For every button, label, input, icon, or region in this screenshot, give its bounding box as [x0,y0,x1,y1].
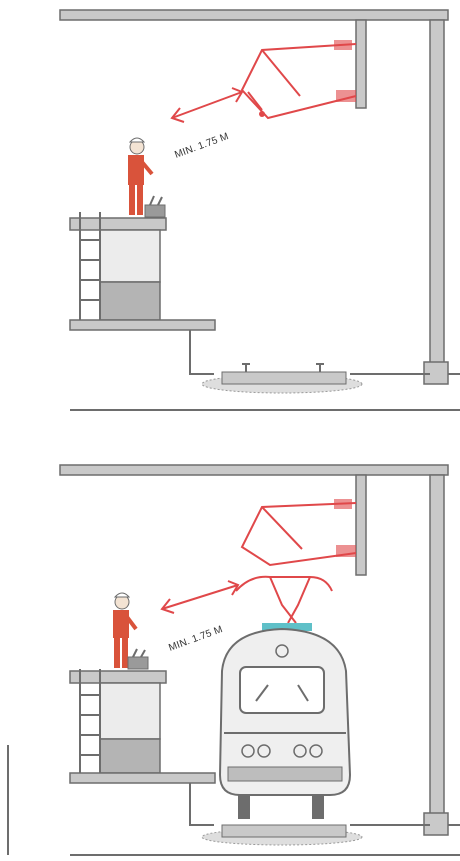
panel-bottom-svg: MIN. 1.75 M [0,445,460,861]
access-platform [70,212,215,330]
diagram-panel-no-train: MIN. 1.75 M [0,0,460,420]
worker-figure-icon [128,138,152,215]
toolbox-icon [145,196,165,217]
toolbox-icon [128,649,148,669]
distance-label: MIN. 1.75 M [167,624,224,654]
ground-line [70,330,460,410]
distance-label: MIN. 1.75 M [173,131,230,161]
pantograph-icon [236,577,332,631]
train-front-icon [220,629,350,819]
catenary-arm-icon [242,499,356,565]
rail-track-icon [202,825,362,845]
distance-arrow-icon [162,581,238,613]
rail-track-icon [202,364,362,393]
catenary-arm-icon [242,40,356,118]
distance-arrow-icon [172,88,242,122]
panel-top-svg: MIN. 1.75 M [0,0,460,420]
access-platform [70,669,215,783]
diagram-panel-with-train: MIN. 1.75 M [0,445,460,861]
